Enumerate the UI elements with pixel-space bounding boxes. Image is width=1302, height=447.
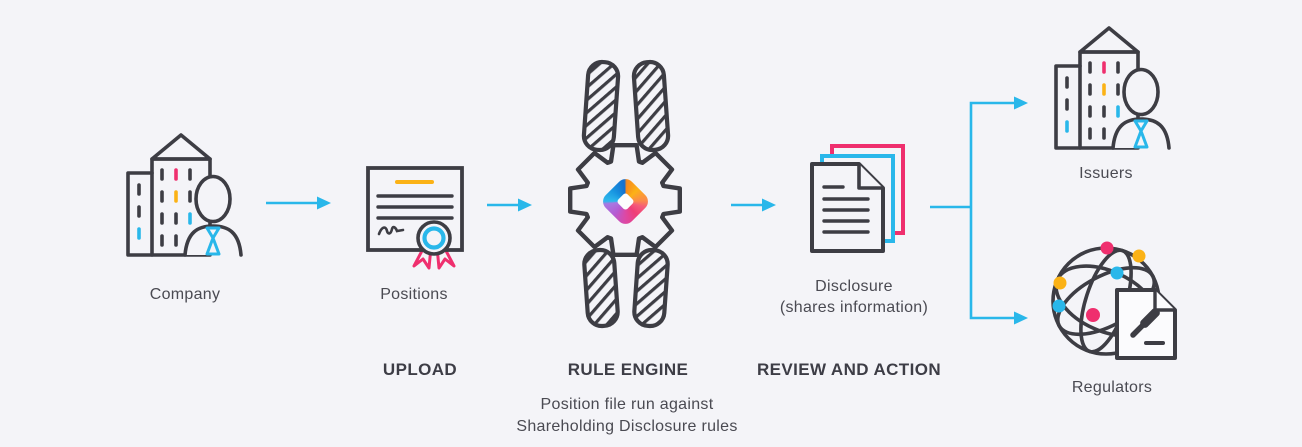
step-review-and-action-label: REVIEW AND ACTION [756, 360, 942, 379]
step-rule-engine-label: RULE ENGINE [567, 360, 689, 379]
flow-arrows [266, 96, 1028, 325]
issuers-label: Issuers [1079, 165, 1133, 182]
rule-engine-caption: Position file run against Shareholding D… [516, 394, 737, 438]
company-label: Company [149, 286, 221, 303]
company-icon building-with-person-icon [126, 133, 243, 257]
disclosure-icon document-stack-icon [810, 144, 905, 253]
caption-line2: Shareholding Disclosure rules [516, 418, 738, 435]
network-node-dots [1052, 241, 1146, 322]
positions-icon certificate-icon [366, 166, 464, 270]
arrow-company-to-positions flow-arrow-icon [266, 196, 331, 210]
brand-logo-hole [616, 192, 635, 211]
branch-connector flow-arrow-icon [930, 96, 1028, 325]
disclosure-label-line1: Disclosure [815, 278, 893, 295]
arrow-positions-to-engine flow-arrow-icon [487, 198, 532, 212]
disclosure-label-line2: (shares information) [779, 299, 929, 316]
regulators-label: Regulators [1071, 379, 1153, 396]
step-upload-label: UPLOAD [382, 360, 458, 379]
gavel-icon [1130, 308, 1165, 345]
regulators-icon globe-gavel-document-icon [1051, 241, 1177, 360]
arrow-engine-to-disclosure flow-arrow-icon [731, 198, 776, 212]
issuers-icon building-with-person-icon [1054, 26, 1171, 150]
caption-line1: Position file run against [540, 396, 714, 413]
disclosure-label: Disclosure (shares information) [780, 276, 928, 318]
positions-label: Positions [380, 286, 448, 303]
